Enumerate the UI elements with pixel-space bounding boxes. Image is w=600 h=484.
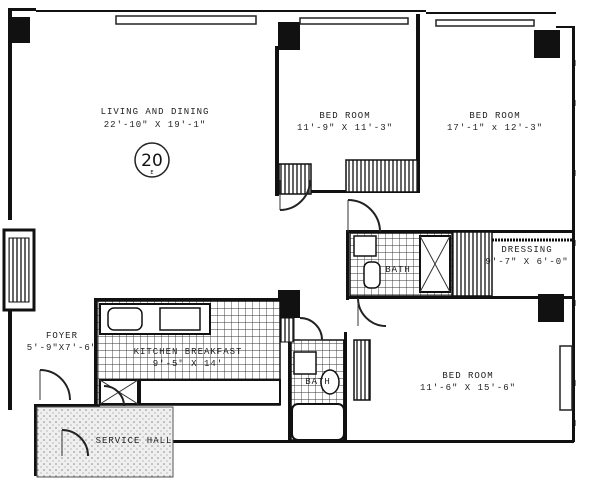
- closet-bed2: [345, 159, 419, 193]
- window-left: [2, 228, 36, 312]
- service-hall-name: SERVICE HALL: [96, 436, 173, 446]
- bath2-tub: [291, 403, 345, 441]
- closet-dressing: [451, 231, 493, 297]
- closet-bed3: [353, 339, 371, 401]
- dressing-dims: 9'-7" X 6'-0": [485, 257, 568, 267]
- bath1-vanity: [353, 235, 377, 257]
- foyer-name: FOYER: [46, 331, 78, 341]
- linen-closet: [279, 317, 295, 343]
- bedroom1-name: BED ROOM: [319, 111, 370, 121]
- window-sill-top-3: [435, 19, 535, 27]
- floor-badge: 20 E: [134, 142, 170, 178]
- bath2-vanity: [293, 351, 317, 375]
- bedroom3-name: BED ROOM: [442, 371, 493, 381]
- bath2-name: BATH: [305, 377, 331, 387]
- bath1-toilet: [363, 261, 381, 289]
- living-room-dims: 22'-10" X 19'-1": [104, 120, 206, 130]
- living-room-name: LIVING AND DINING: [101, 107, 210, 117]
- kitchen-dims: 9'-5" X 14': [153, 359, 223, 369]
- closet-bed1: [278, 163, 312, 195]
- window-sill-right: [559, 345, 573, 411]
- bedroom3-dims: 11'-6" X 15'-6": [420, 383, 516, 393]
- bedroom1-dims: 11'-9" X 11'-3": [297, 123, 393, 133]
- kitchen-range: [159, 307, 201, 331]
- exterior-walls: [8, 8, 575, 443]
- door-swings: [39, 179, 387, 457]
- dressing-name: DRESSING: [501, 245, 552, 255]
- kitchen-name: KITCHEN BREAKFAST: [134, 347, 243, 357]
- bath2-toilet: [320, 369, 340, 395]
- floor-number: 20: [141, 151, 163, 171]
- window-sill-top-1: [115, 15, 257, 25]
- foyer-dims: 5'-9"X7'-6": [27, 343, 97, 353]
- floor-sub: E: [150, 170, 153, 176]
- kitchen-counter-bottom: [139, 379, 281, 405]
- kitchen-sink: [107, 307, 143, 331]
- bath1-name: BATH: [385, 265, 411, 275]
- window-sill-top-2: [299, 17, 409, 25]
- bedroom2-dims: 17'-1" x 12'-3": [447, 123, 543, 133]
- service-hall-floor: [36, 406, 174, 478]
- bedroom2-name: BED ROOM: [469, 111, 520, 121]
